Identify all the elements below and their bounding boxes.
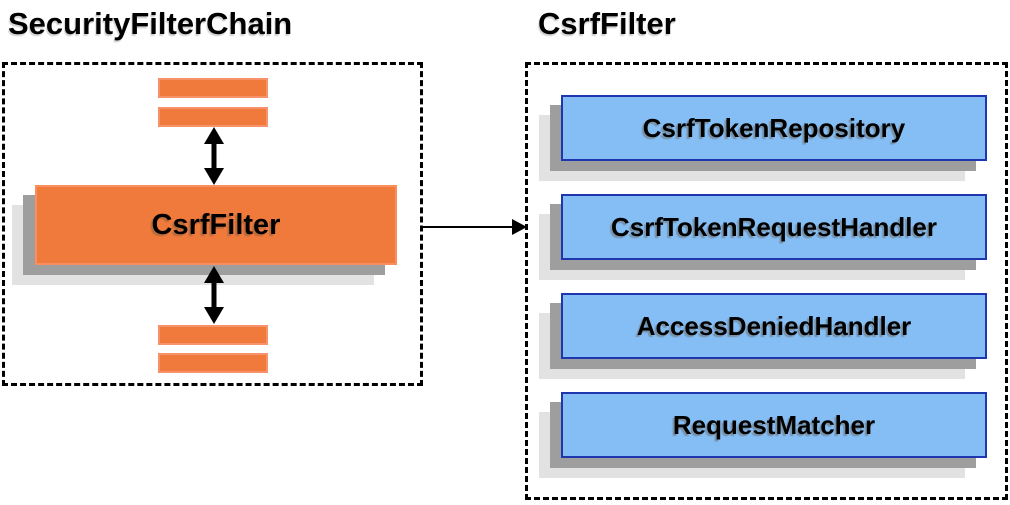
csrf-token-repository-box: CsrfTokenRepository <box>561 95 987 161</box>
right-diagram-title: CsrfFilter <box>538 6 676 41</box>
csrf-token-request-handler-box: CsrfTokenRequestHandler <box>561 194 987 260</box>
access-denied-handler-box: AccessDeniedHandler <box>561 293 987 359</box>
filter-placeholder-bar <box>158 325 268 345</box>
access-denied-handler-label: AccessDeniedHandler <box>636 310 912 341</box>
left-diagram-title: SecurityFilterChain <box>8 6 293 41</box>
filter-placeholder-bar <box>158 353 268 373</box>
request-matcher-label: RequestMatcher <box>672 409 876 440</box>
double-arrow-icon <box>204 266 224 324</box>
request-matcher-box: RequestMatcher <box>561 392 987 458</box>
csrf-filter-box: CsrfFilter <box>35 185 397 265</box>
security-filter-chain-container: CsrfFilter <box>2 62 423 386</box>
filter-placeholder-bar <box>158 107 268 127</box>
csrf-token-repository-label: CsrfTokenRepository <box>642 112 906 143</box>
filter-placeholder-bar <box>158 78 268 98</box>
csrf-token-request-handler-label: CsrfTokenRequestHandler <box>610 211 938 242</box>
flow-arrow-icon <box>422 219 527 235</box>
double-arrow-icon <box>204 127 224 185</box>
csrf-filter-box-label: CsrfFilter <box>151 208 281 241</box>
csrf-filter-detail-container: CsrfTokenRepository CsrfTokenRequestHand… <box>525 62 1008 500</box>
